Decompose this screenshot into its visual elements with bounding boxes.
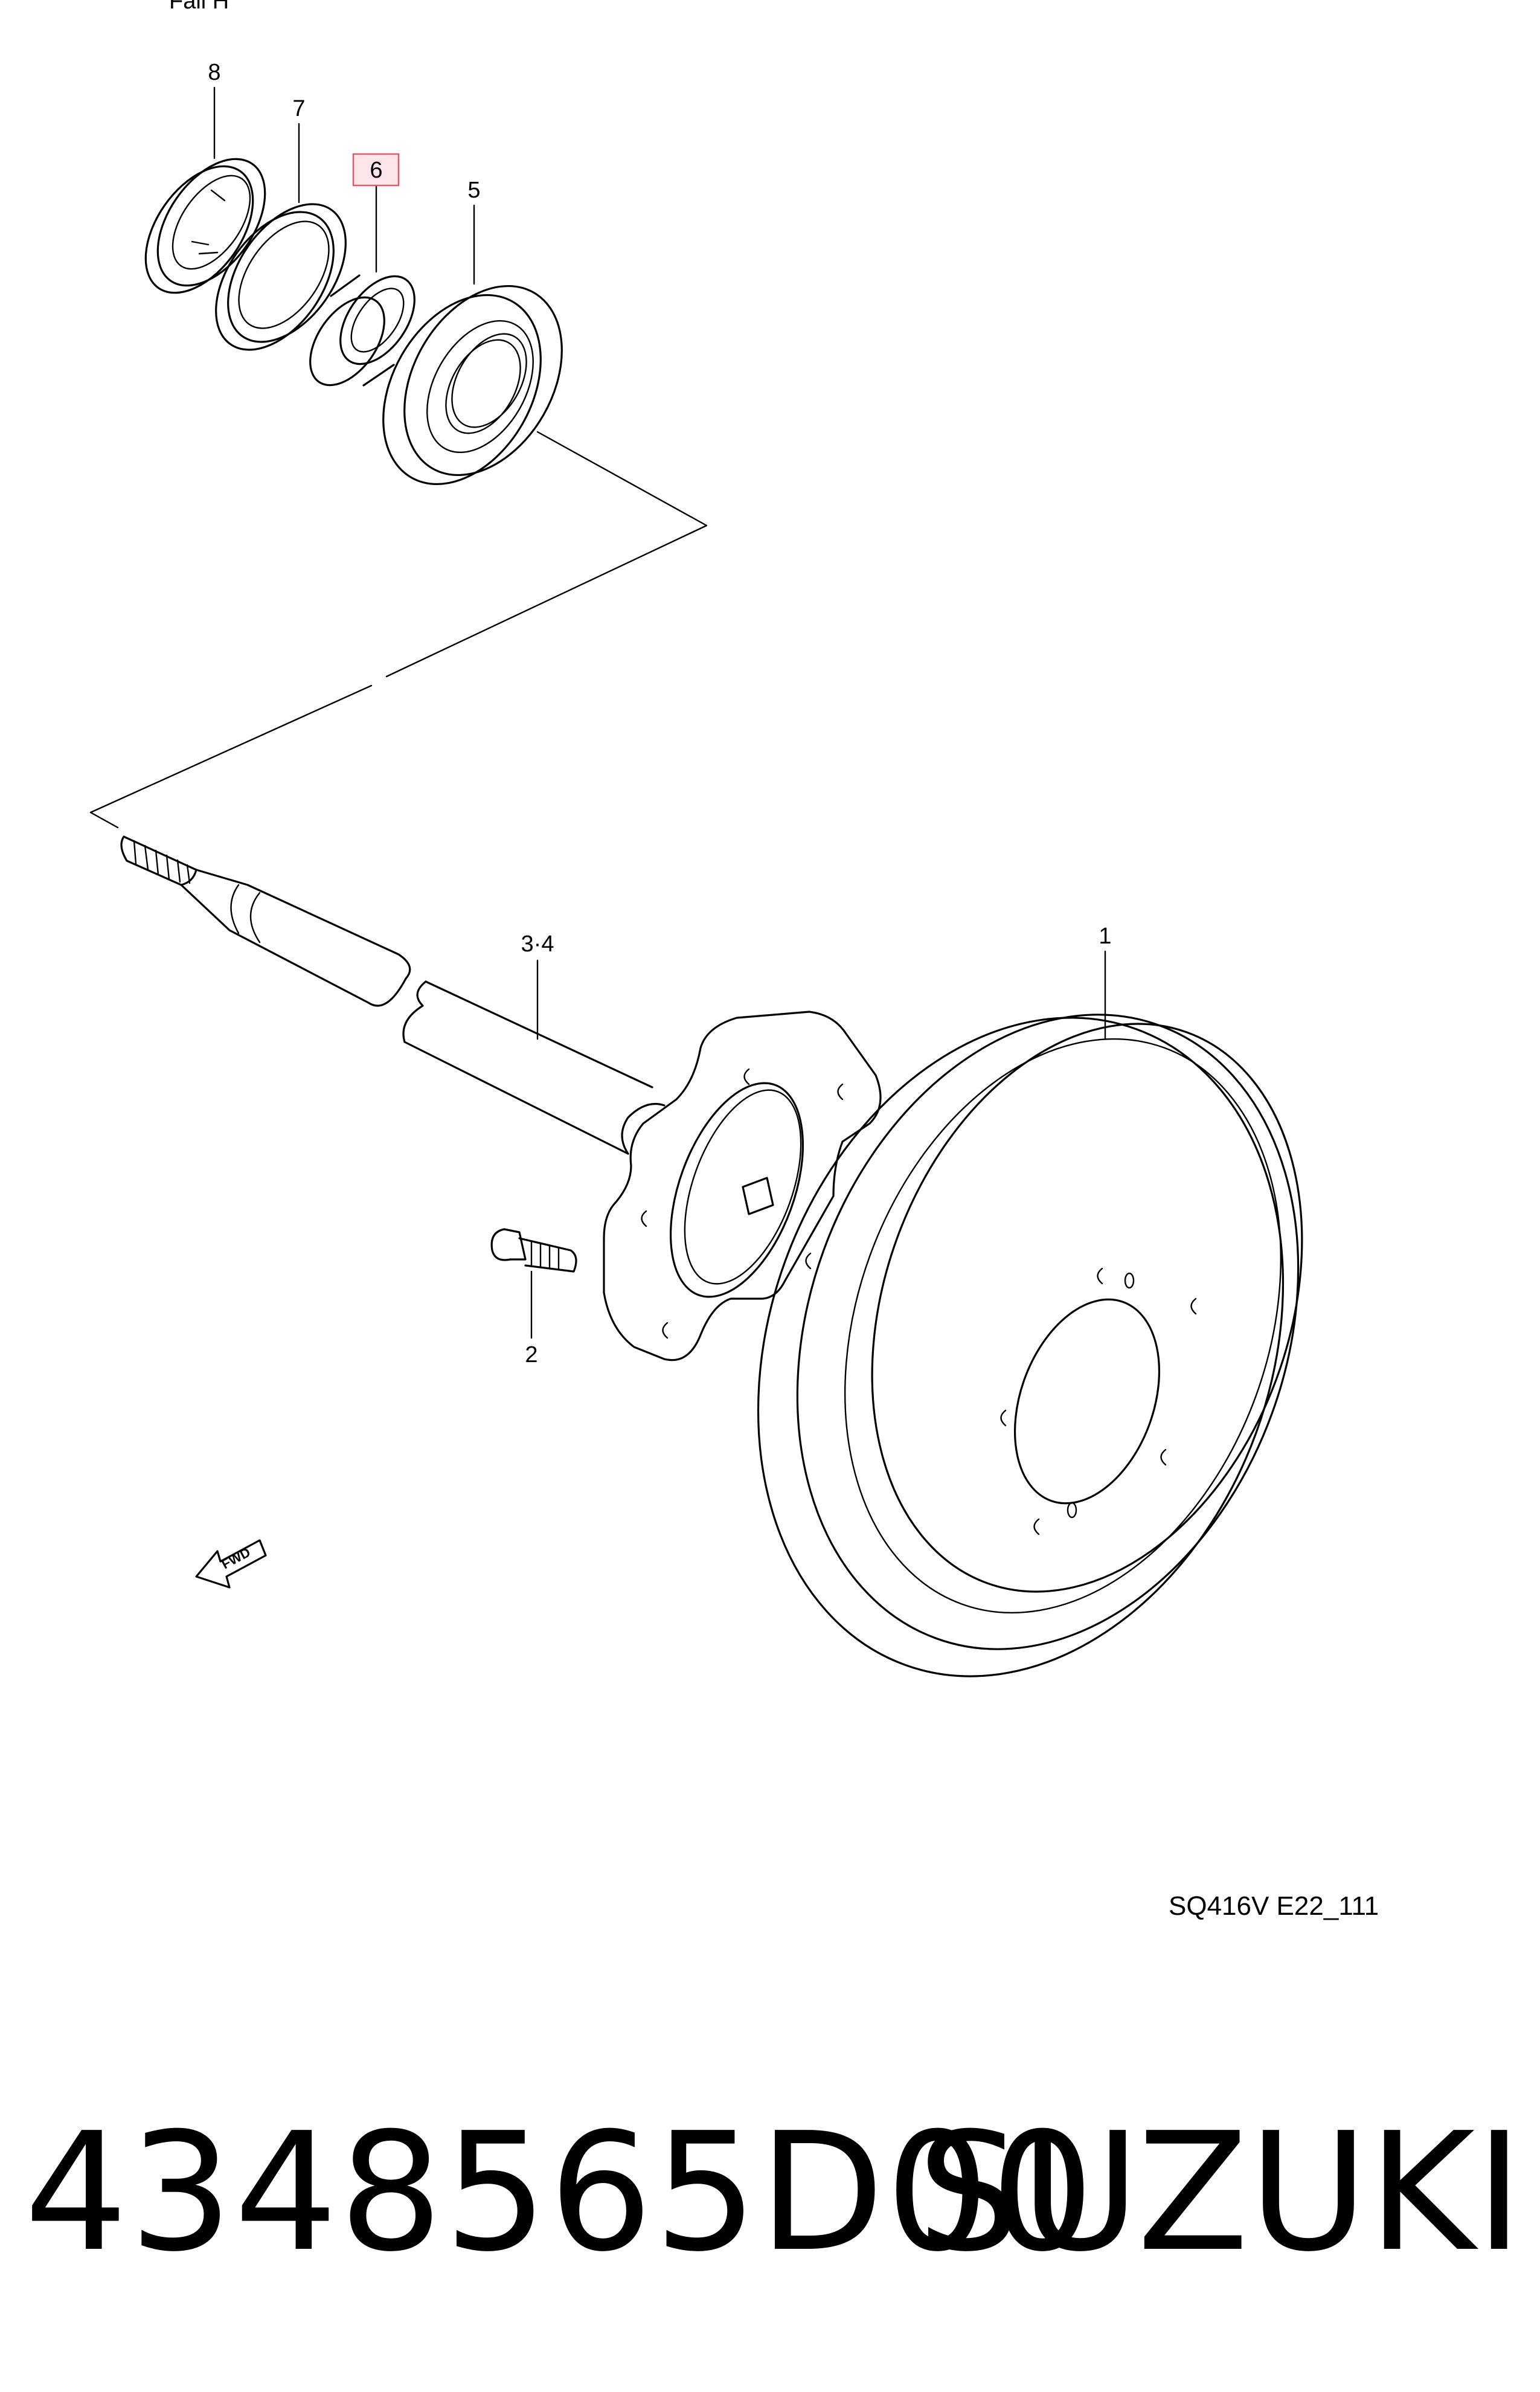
callout-8: 8 (208, 60, 220, 85)
part-5-bearing (382, 285, 563, 486)
fwd-arrow-icon: FWD (195, 1539, 267, 1589)
drawing-code: SQ416V E22_111 (1169, 1891, 1379, 1921)
exploded-parts-diagram: Fail H (89, 0, 1379, 1921)
callout-3-4: 3·4 (521, 931, 554, 957)
callout-6-highlight-box (352, 153, 400, 187)
part-1-brake-drum (757, 1014, 1303, 1677)
brand-name: SUZUKI (917, 2097, 1523, 2288)
axle-flange (603, 1011, 882, 1362)
fwd-label: FWD (219, 1545, 253, 1572)
callout-5: 5 (467, 178, 480, 203)
callout-1: 1 (1099, 924, 1111, 949)
part-3-4-axle-shaft (120, 835, 666, 1155)
callout-7: 7 (292, 96, 305, 121)
part-6-spacer (309, 274, 415, 387)
part-2-stud-bolt (490, 1228, 577, 1273)
part-8-oil-seal (144, 158, 266, 294)
header-fragment: Fail H (169, 0, 229, 14)
leader-lines (213, 86, 1106, 1339)
part-number: 4348565D00 (24, 2097, 1096, 2288)
part-7-ring (215, 203, 347, 351)
callout-2: 2 (525, 1342, 537, 1368)
footer-caption (0, 1993, 1540, 2392)
assembly-guide-line (89, 431, 708, 829)
callout-6: 6 (370, 158, 382, 183)
